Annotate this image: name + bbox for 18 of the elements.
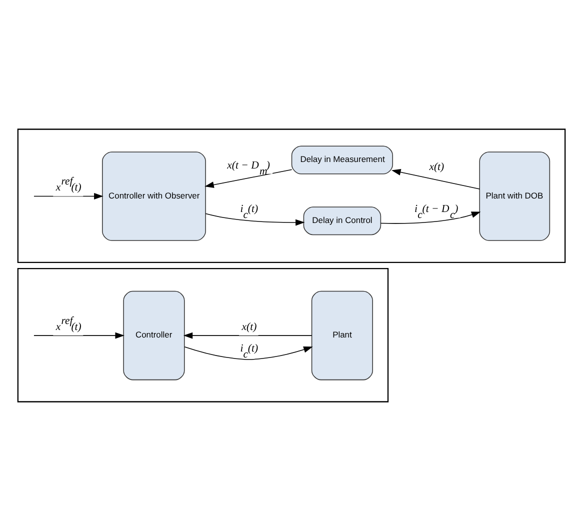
node-box: Controller with Observer xyxy=(102,152,206,241)
arrow xyxy=(392,169,480,190)
arrow xyxy=(183,332,312,339)
arrow xyxy=(380,212,481,224)
arrow xyxy=(205,213,305,226)
edge-label: x(t) xyxy=(242,320,257,333)
cluster xyxy=(17,268,389,402)
cluster xyxy=(17,128,566,263)
arrow xyxy=(184,346,313,360)
edge-label: x(t) xyxy=(429,160,444,173)
node-box: Delay in Measurement xyxy=(291,146,393,174)
node-box: Delay in Control xyxy=(303,206,382,236)
arrow xyxy=(204,169,292,188)
arrow xyxy=(34,332,124,339)
node-box: Plant xyxy=(311,290,373,380)
node-box: Plant with DOB xyxy=(479,152,550,241)
node-box: Controller xyxy=(123,290,185,380)
arrow xyxy=(34,192,104,200)
